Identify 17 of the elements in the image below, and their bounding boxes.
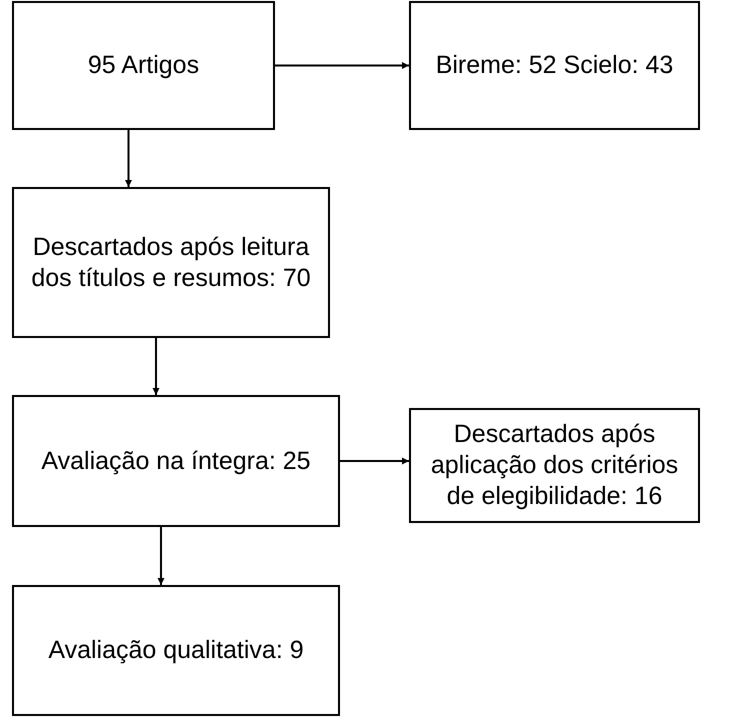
box-text: Avaliação qualitativa: 9 (48, 635, 304, 666)
process-box (12, 187, 330, 338)
box-text: Bireme: 52 Scielo: 43 (436, 50, 674, 81)
box-text: Avaliação na íntegra: 25 (41, 446, 311, 476)
box-text: Descartados após leitura dos títulos e resumos: 70 (30, 232, 312, 294)
process-box (409, 408, 700, 523)
arrow (340, 458, 409, 464)
box-text: 95 Artigos (88, 50, 200, 81)
arrow (152, 338, 160, 395)
process-box (12, 1, 275, 130)
arrow (125, 130, 132, 187)
process-box (12, 585, 340, 716)
arrow (158, 527, 164, 585)
box-text: Descartados após aplicação dos critérios de elegibilidade: 16 (430, 419, 680, 512)
arrow (275, 62, 409, 69)
process-box (409, 1, 700, 130)
process-box (12, 395, 340, 527)
